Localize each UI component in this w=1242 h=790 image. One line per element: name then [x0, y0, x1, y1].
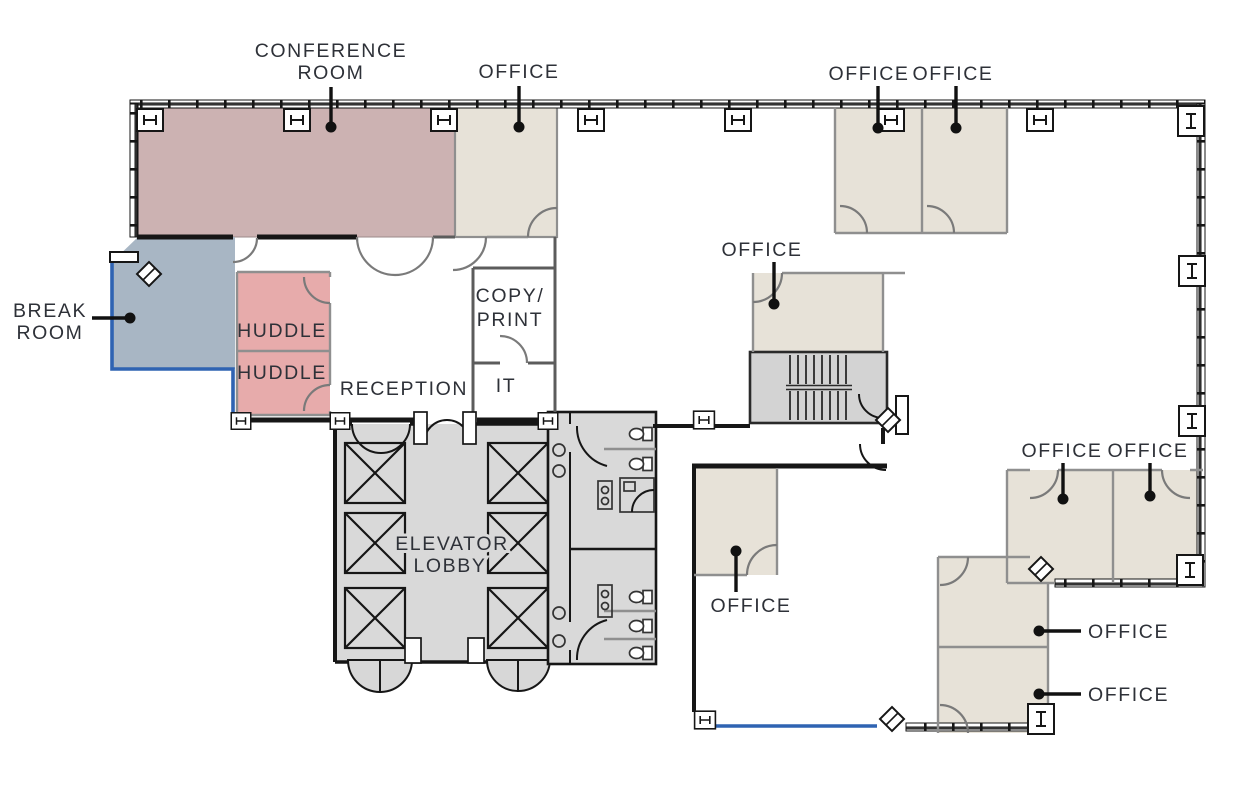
room-labels: CONFERENCE ROOM OFFICE OFFICE OFFICE OFF… — [13, 40, 1188, 706]
label-elevator-line2: LOBBY — [413, 555, 486, 577]
sink-counter-icon — [597, 480, 613, 510]
column-icon — [1178, 255, 1206, 287]
column-icon — [136, 108, 164, 132]
interior-walls — [137, 107, 1203, 733]
label-office-top-right-a: OFFICE — [828, 63, 909, 85]
label-copy-line1: COPY/ — [476, 285, 545, 307]
door-arc — [394, 236, 435, 277]
elevator-lobby-core — [333, 422, 553, 694]
column-icon — [230, 412, 252, 430]
label-huddle-a: HUDDLE — [237, 320, 327, 342]
column-icon — [329, 412, 351, 430]
sink-icon — [600, 496, 610, 506]
door-arc — [302, 383, 331, 412]
exterior-walls — [129, 99, 1206, 732]
label-office-stack-b: OFFICE — [1088, 684, 1169, 706]
door-arc — [452, 236, 488, 272]
column-icon — [430, 108, 458, 132]
label-office-bottom-middle: OFFICE — [710, 595, 791, 617]
room-huddle-b — [237, 351, 330, 415]
label-office-top-left: OFFICE — [478, 61, 559, 83]
label-conference-line2: ROOM — [297, 62, 364, 84]
label-it: IT — [496, 375, 517, 397]
room-office-top-right-b — [922, 107, 1007, 233]
label-office-bottom-right-b: OFFICE — [1107, 440, 1188, 462]
closet-door-icon — [631, 489, 655, 513]
mop-sink-icon — [623, 481, 636, 492]
sink-icon — [600, 589, 610, 599]
column-icon — [693, 710, 717, 730]
door-arc — [839, 204, 869, 234]
lobby-upper-door-icon — [351, 423, 411, 454]
suite-boundary-lines — [110, 260, 877, 728]
label-office-middle: OFFICE — [721, 239, 802, 261]
label-office-stack-a: OFFICE — [1088, 621, 1169, 643]
corner-doors — [109, 251, 1055, 733]
door-frame — [109, 251, 139, 263]
toilet-icon — [628, 426, 653, 442]
toilet-icon — [628, 618, 653, 634]
stairwell — [748, 350, 889, 425]
door-arc — [302, 276, 331, 305]
door-arc — [1029, 469, 1060, 500]
label-conference-line1: CONFERENCE — [255, 40, 408, 62]
column-icon — [1177, 105, 1205, 137]
column-icon — [1026, 108, 1054, 132]
door-arc — [939, 703, 970, 734]
door-arc — [232, 237, 259, 264]
restroom-door-icon — [575, 425, 608, 467]
door-arcs — [232, 204, 1191, 734]
door-arc — [859, 443, 887, 471]
door-arc — [355, 236, 396, 277]
label-huddle-b: HUDDLE — [237, 362, 327, 384]
door-arc — [526, 206, 558, 238]
lobby-door-icon — [346, 637, 552, 694]
column-icon — [1176, 554, 1204, 586]
label-break-line2: ROOM — [16, 322, 83, 344]
label-copy-line2: PRINT — [477, 309, 544, 331]
door-post — [462, 411, 477, 445]
column-icon — [692, 410, 716, 430]
column-icon — [577, 108, 605, 132]
door-arc — [745, 543, 778, 576]
toilet-icon — [628, 645, 653, 661]
label-office-bottom-right-a: OFFICE — [1021, 440, 1102, 462]
column-icon — [1178, 405, 1206, 437]
restrooms-core — [546, 410, 658, 666]
stairs-icon — [786, 355, 852, 420]
toilet-icon — [628, 589, 653, 605]
restroom-door-icon — [575, 619, 608, 661]
label-office-top-right-b: OFFICE — [912, 63, 993, 85]
column-icon — [537, 412, 559, 430]
sink-icon — [600, 485, 610, 495]
sink-counter-icon — [597, 584, 613, 618]
door-post — [413, 411, 428, 445]
label-reception: RECEPTION — [340, 378, 468, 400]
column-icon — [283, 108, 311, 132]
room-office-stack-a — [938, 557, 1048, 647]
door-arc — [939, 556, 970, 587]
label-elevator-line1: ELEVATOR — [395, 533, 509, 555]
toilet-icon — [628, 456, 653, 472]
janitor-closet — [619, 477, 655, 513]
sink-icon — [600, 601, 610, 611]
column-icon — [1027, 703, 1055, 735]
room-office-top-left — [453, 102, 559, 239]
door-arc — [499, 334, 529, 364]
label-break-line1: BREAK — [13, 300, 87, 322]
column-icon — [724, 108, 752, 132]
door-arc — [926, 204, 956, 234]
door-frame — [895, 395, 909, 435]
floor-drain-icon — [552, 443, 566, 648]
room-huddle-a — [237, 272, 330, 351]
door-arc — [1160, 469, 1191, 500]
